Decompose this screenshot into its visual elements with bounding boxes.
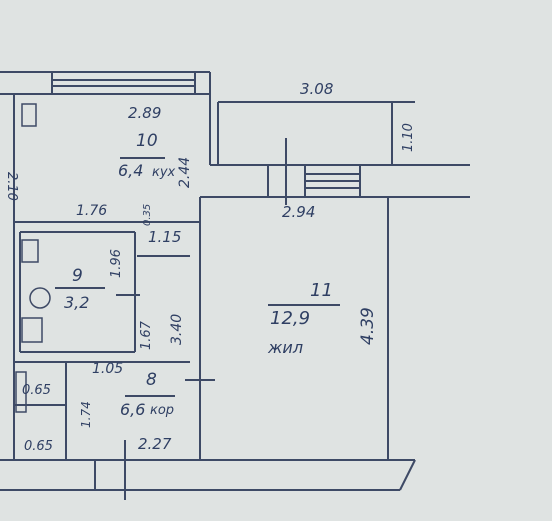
corridor-area: 6,6 (120, 400, 146, 419)
bath-area: 3,2 (64, 293, 90, 312)
dim-kitchen-bottom: 1.76 (76, 203, 108, 219)
dim-closet-top: 0.65 (22, 383, 51, 398)
dim-closet-side: 1.74 (79, 401, 93, 428)
sink-fixture (21, 103, 37, 127)
dim-balcony-depth: 1.10 (401, 123, 416, 152)
dim-hall-height-a: 1.67 (139, 321, 154, 350)
bath-number: 9 (72, 266, 83, 286)
dim-corridor-width: 2.27 (138, 435, 172, 453)
dim-room-height: 4.39 (358, 307, 378, 345)
dim-balcony-width: 3.08 (300, 80, 334, 98)
dim-kitchen-width: 2.89 (128, 104, 162, 122)
dim-partition: 0.35 (142, 203, 153, 226)
room-number: 11 (310, 280, 333, 301)
dim-hall-width-top: 1.05 (92, 361, 124, 377)
dim-closet-bottom: 0.65 (24, 439, 53, 454)
kitchen-type: кух (152, 165, 176, 180)
dim-hall-height-b: 3.40 (169, 313, 185, 345)
closet-shelf (15, 371, 27, 413)
room-area: 12,9 (270, 308, 311, 329)
kitchen-number: 10 (136, 131, 158, 151)
tub-fixture (21, 239, 39, 263)
dim-bath-height: 1.96 (109, 249, 124, 278)
dim-kitchen-left: 2.10 (4, 172, 19, 201)
corridor-type: кор (150, 403, 175, 418)
bottom-wall-cut (399, 459, 416, 491)
toilet-fixture (21, 317, 43, 343)
dim-room-width: 2.94 (282, 203, 316, 221)
dim-bath-width: 1.15 (148, 228, 182, 246)
corridor-number: 8 (146, 370, 157, 390)
dim-kitchen-height: 2.44 (177, 156, 193, 188)
kitchen-area: 6,4 (118, 161, 144, 180)
washbasin-fixture (29, 287, 51, 309)
room-type: жил (268, 338, 304, 357)
